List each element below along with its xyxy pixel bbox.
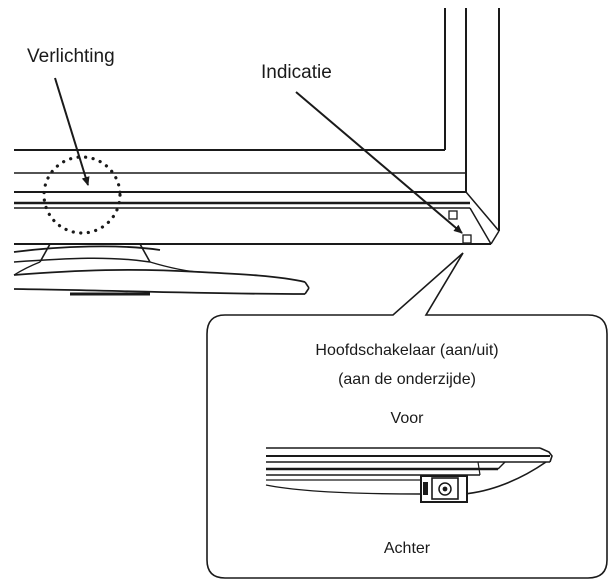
front-label: Voor xyxy=(390,410,424,427)
back-label: Achter xyxy=(383,540,431,557)
monitor-bezel xyxy=(14,8,500,245)
monitor-stand xyxy=(13,243,310,296)
callout-subtitle: (aan de onderzijde) xyxy=(338,371,476,388)
lighting-arrow xyxy=(54,77,90,186)
power-switch-bottom-view xyxy=(265,447,553,503)
power-switch xyxy=(420,475,468,503)
indicator-label: Indicatie xyxy=(261,62,332,83)
callout-title: Hoofdschakelaar (aan/uit) xyxy=(315,342,499,359)
indicator-light xyxy=(448,210,458,220)
callout-bubble xyxy=(206,252,608,579)
lighting-label: Verlichting xyxy=(27,46,115,67)
lighting-highlight-circle xyxy=(42,155,122,235)
indicator-arrow xyxy=(295,91,463,234)
power-switch-marker xyxy=(462,234,472,244)
